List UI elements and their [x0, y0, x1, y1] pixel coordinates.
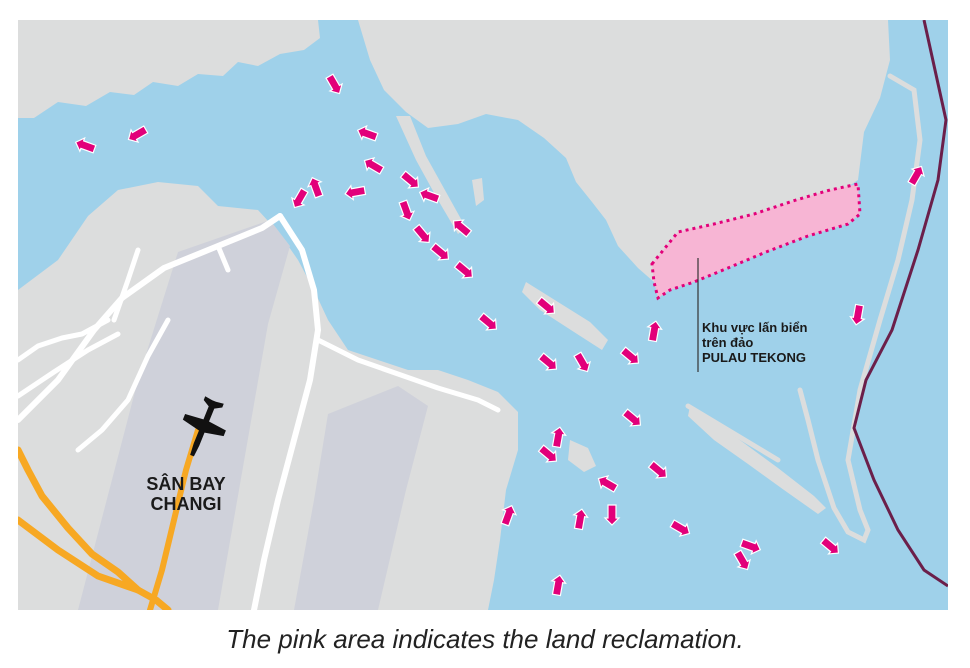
ship-arrow-icon: [572, 508, 589, 531]
reclamation-area: [650, 182, 862, 301]
map: SÂN BAY CHANGI Khu vực lấn biển trên đảo…: [18, 20, 948, 610]
ship-arrow-icon: [597, 474, 619, 493]
ship-arrow-icon: [398, 199, 416, 222]
ship-arrow-icon: [819, 536, 840, 555]
ship-arrow-icon: [537, 352, 558, 371]
ship-arrow-icon: [290, 187, 309, 209]
road-network: [18, 213, 501, 610]
ship-arrow-icon: [537, 444, 558, 463]
ship-arrow-icon: [306, 176, 324, 199]
ship-arrow-icon: [356, 124, 379, 142]
ship-arrow-icon: [739, 538, 762, 556]
airplane-icon: [182, 396, 226, 457]
ship-arrow-icon: [550, 574, 567, 597]
ship-arrow-icon: [363, 156, 385, 175]
airport-label-line2: CHANGI: [151, 494, 222, 514]
ship-arrow-icon: [619, 346, 640, 365]
ship-arrow-icon: [418, 186, 441, 204]
land-islet-3: [472, 178, 484, 206]
ship-arrow-icon: [907, 165, 926, 187]
reclamation-label-line3: PULAU TEKONG: [702, 350, 806, 365]
airport-zone-2: [294, 386, 428, 610]
reclamation-label-line1: Khu vực lấn biển: [702, 320, 808, 335]
ship-arrow-icon: [127, 125, 149, 144]
ship-arrow-icon: [550, 426, 567, 449]
expressway: [18, 446, 172, 610]
ship-arrow-icon: [399, 170, 420, 189]
ship-arrow-icon: [453, 260, 474, 279]
land-islet-4: [688, 406, 826, 514]
land-top-left: [18, 20, 320, 118]
ship-arrow-icon: [452, 219, 473, 238]
airport-zone-1: [78, 220, 290, 610]
boundary-line: [852, 20, 948, 588]
ship-arrow-icon: [535, 296, 556, 315]
land-top-left-island: [126, 42, 230, 68]
ship-arrow-icon: [646, 320, 663, 343]
ship-arrow-icon: [477, 312, 498, 331]
expressway-branch: [18, 516, 142, 594]
land-islet-2: [568, 440, 596, 472]
ship-arrow-icon: [429, 242, 450, 261]
ships: [74, 73, 926, 597]
ship-arrow-icon: [325, 73, 344, 95]
ship-arrow-icon: [500, 504, 518, 527]
ship-arrow-icon: [412, 223, 431, 244]
ship-arrow-icon: [733, 549, 752, 571]
land-spit: [396, 116, 466, 234]
ship-arrow-icon: [669, 519, 691, 538]
airport-label-line1: SÂN BAY: [146, 473, 225, 494]
ship-arrow-icon: [74, 136, 97, 154]
ship-arrow-icon: [573, 351, 592, 373]
ship-arrow-icon: [849, 303, 866, 326]
breakwater-left: [685, 403, 781, 463]
caption: The pink area indicates the land reclama…: [226, 624, 744, 654]
ship-arrow-icon: [647, 460, 668, 479]
ship-arrow-icon: [603, 504, 621, 526]
ship-arrow-icon: [621, 408, 642, 427]
expressway-airport: [147, 427, 201, 610]
reclamation-label-line2: trên đảo: [702, 335, 753, 350]
ship-arrow-icon: [344, 184, 367, 201]
